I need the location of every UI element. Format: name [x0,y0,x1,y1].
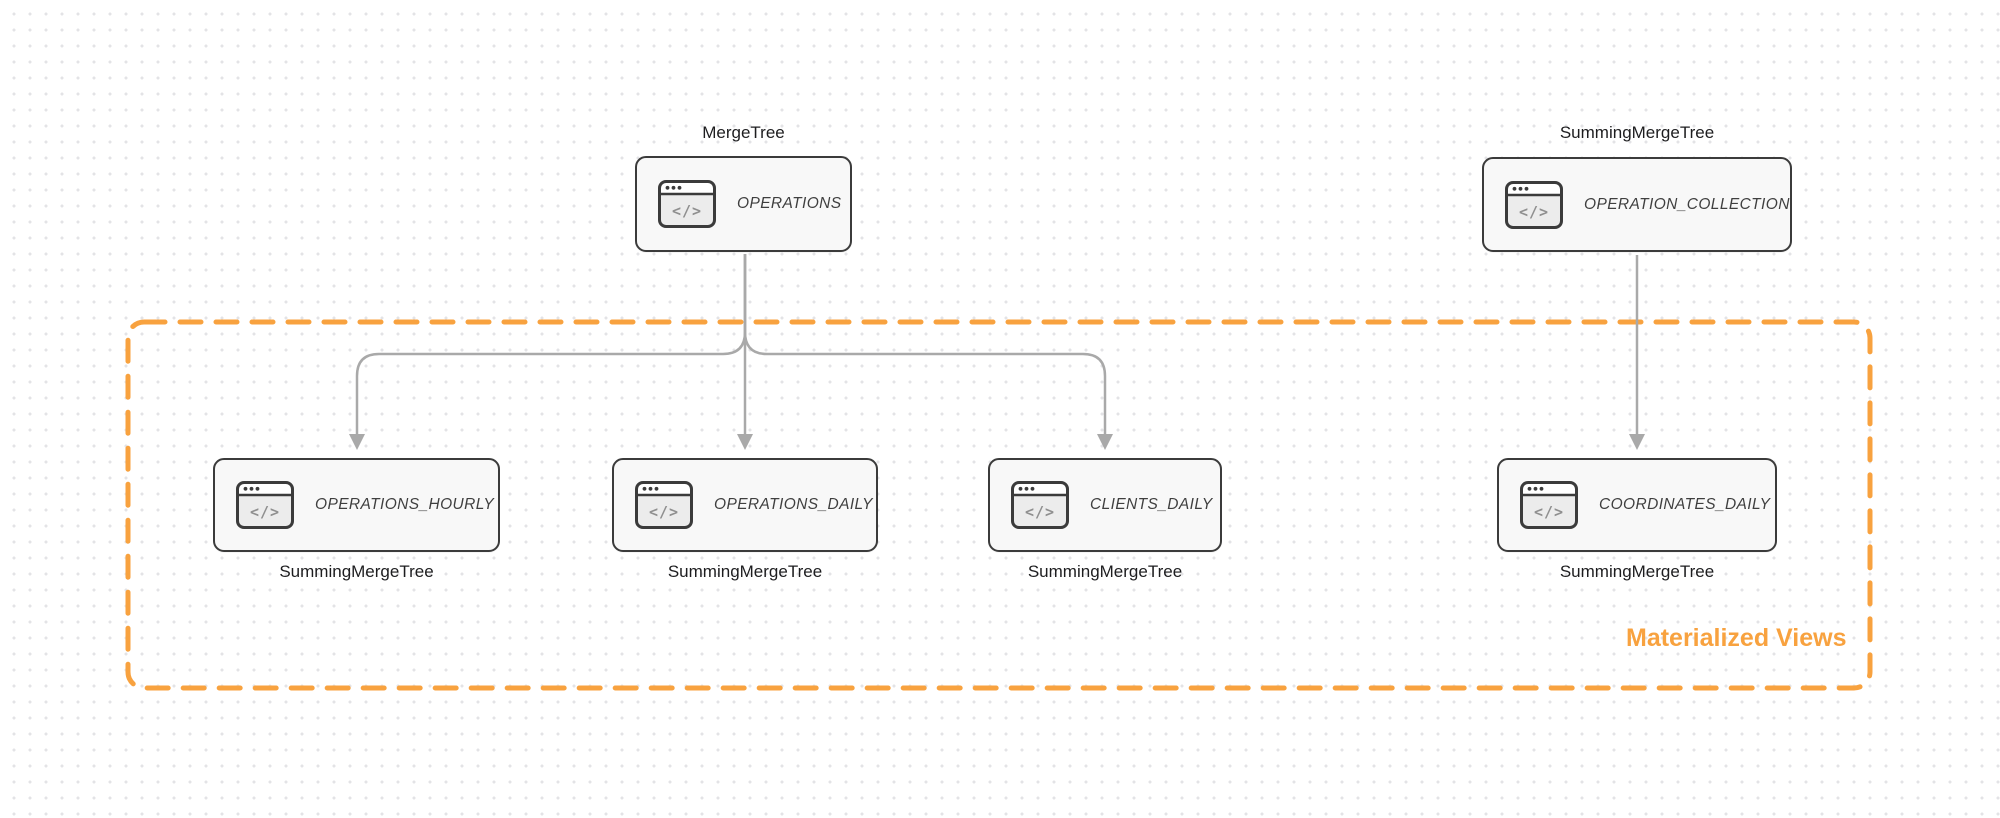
node-label: CLIENTS_DAILY [1090,496,1213,513]
code-window-icon: </> [1520,481,1578,529]
arrowhead-operations-hourly [349,434,365,450]
code-glyph: </> [1534,503,1564,521]
arrowhead-operations-daily [737,434,753,450]
code-glyph: </> [649,503,679,521]
code-window-icon: </> [658,180,716,228]
node-operations-daily: </> OPERATIONS_DAILY [612,458,878,552]
node-clients-daily: </> CLIENTS_DAILY [988,458,1222,552]
node-label: OPERATIONS_HOURLY [315,496,495,513]
materialized-views-label: Materialized Views [1626,624,1847,652]
code-window-icon: </> [1011,481,1069,529]
code-glyph: </> [1025,503,1055,521]
arrowhead-clients-daily [1097,434,1113,450]
node-label: COORDINATES_DAILY [1599,496,1771,513]
engine-label-coordinates-daily: SummingMergeTree [1559,562,1715,581]
edge-operations-to-clients-daily [743,254,1107,436]
node-operations-hourly: </> OPERATIONS_HOURLY [213,458,500,552]
code-glyph: </> [1519,203,1549,221]
node-label: OPERATION_COLLECTION [1584,195,1790,213]
code-window-icon: </> [236,481,294,529]
node-operation-collection: </> OPERATION_COLLECTION [1482,157,1792,252]
code-window-icon: </> [1505,180,1563,229]
engine-label-operations-hourly: SummingMergeTree [279,562,434,581]
code-window-icon: </> [635,481,693,529]
code-glyph: </> [250,503,280,521]
code-glyph: </> [672,202,702,220]
engine-label-operation-collection: SummingMergeTree [1559,123,1715,142]
engine-label-clients-daily: SummingMergeTree [1027,562,1183,581]
engine-label-operations: MergeTree [702,123,785,142]
materialized-views-group-border [125,319,1873,691]
node-operations: </> OPERATIONS [635,156,852,252]
edge-operations-to-operations-hourly [355,254,747,436]
engine-label-operations-daily: SummingMergeTree [667,562,823,581]
node-coordinates-daily: </> COORDINATES_DAILY [1497,458,1777,552]
node-label: OPERATIONS [737,195,842,212]
arrowhead-coordinates-daily [1629,434,1645,450]
node-label: OPERATIONS_DAILY [714,496,873,513]
